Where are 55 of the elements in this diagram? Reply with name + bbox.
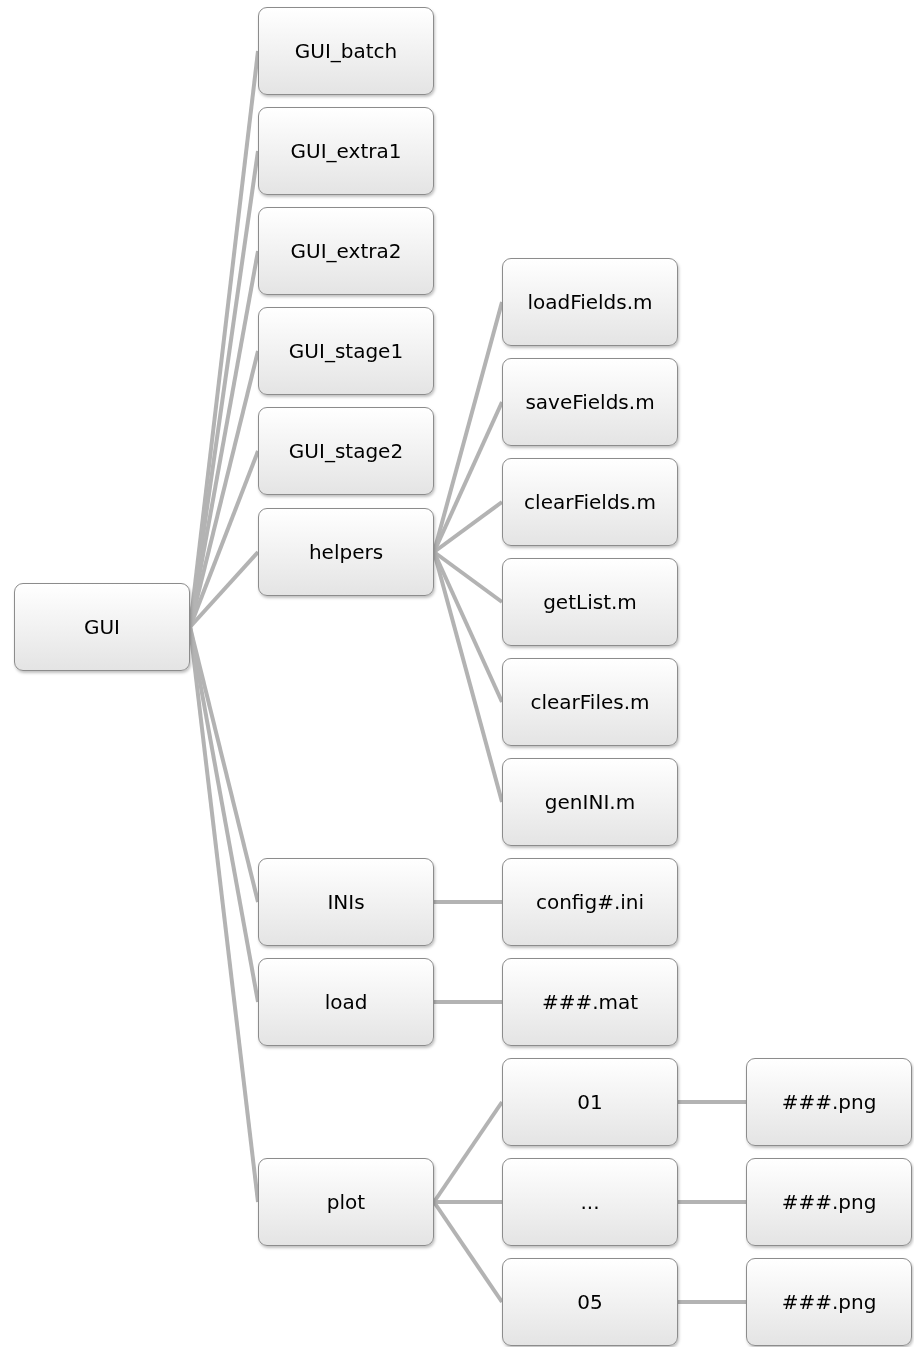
folder-box [258, 7, 434, 95]
folder-box [258, 858, 434, 946]
connector-line [434, 900, 502, 904]
node-label: saveFields.m [525, 390, 655, 414]
node-label: plot [326, 1190, 366, 1214]
node-label: GUI [83, 615, 120, 639]
connector-line [678, 1200, 746, 1204]
connector-line [434, 1200, 502, 1204]
node-label: 05 [577, 1290, 603, 1314]
node-label: config#.ini [535, 890, 645, 914]
node-label: ###.png [781, 1190, 877, 1214]
folder-box [258, 1158, 434, 1246]
folder-box [258, 407, 434, 495]
folder-box [502, 458, 678, 546]
node-label: GUI_stage1 [288, 339, 404, 363]
node-label: load [324, 990, 368, 1014]
node-label: GUI_extra2 [290, 239, 402, 263]
node-label: genINI.m [544, 790, 636, 814]
folder-box [502, 1258, 678, 1346]
folder-box [258, 958, 434, 1046]
node-label: helpers [308, 540, 384, 564]
folder-box [258, 508, 434, 596]
folder-box [502, 358, 678, 446]
node-label: ###.mat [541, 990, 639, 1014]
node-label: GUI_batch [294, 39, 398, 63]
connector-line [678, 1100, 746, 1104]
folder-box [746, 1158, 912, 1246]
folder-box [502, 1158, 678, 1246]
folder-box [746, 1258, 912, 1346]
node-label: clearFields.m [524, 490, 656, 514]
node-label: ###.png [781, 1090, 877, 1114]
folder-box [14, 583, 190, 671]
node-label: getList.m [543, 590, 637, 614]
folder-box [502, 658, 678, 746]
folder-box [258, 207, 434, 295]
node-label: ... [580, 1190, 600, 1214]
node-label: GUI_extra1 [290, 139, 402, 163]
folder-box [502, 1058, 678, 1146]
connector-line [678, 1300, 746, 1304]
folder-box [502, 558, 678, 646]
connector-line [434, 1000, 502, 1004]
folder-box [502, 758, 678, 846]
folder-box [258, 107, 434, 195]
folder-box [258, 307, 434, 395]
node-label: 01 [577, 1090, 603, 1114]
folder-box [502, 858, 678, 946]
node-label: loadFields.m [527, 290, 653, 314]
folder-box [746, 1058, 912, 1146]
node-label: clearFiles.m [530, 690, 650, 714]
folder-box [502, 958, 678, 1046]
node-label: GUI_stage2 [288, 439, 404, 463]
node-label: ###.png [781, 1290, 877, 1314]
connector-line [188, 626, 260, 1203]
folder-box [502, 258, 678, 346]
node-label: INIs [327, 890, 365, 914]
